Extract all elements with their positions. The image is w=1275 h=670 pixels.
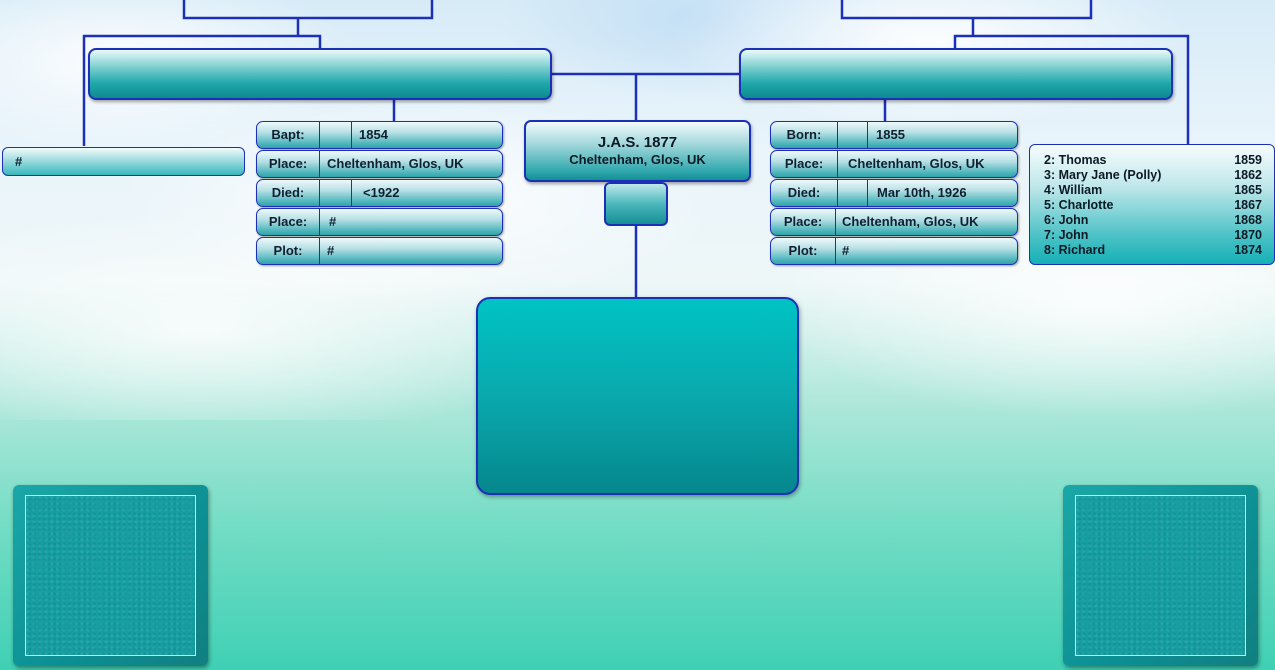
sibling-year: 1870 xyxy=(1234,228,1262,242)
row-label: Place: xyxy=(771,151,838,177)
father-burial-place-row: Place: # xyxy=(256,208,503,236)
subject-spouse-box[interactable] xyxy=(604,182,668,226)
row-divider xyxy=(319,180,352,206)
connector-line xyxy=(82,34,322,146)
row-label: Place: xyxy=(257,151,320,177)
sibling-year: 1874 xyxy=(1234,243,1262,257)
row-divider xyxy=(837,122,868,148)
row-divider xyxy=(837,180,868,206)
sibling-name: 5: Charlotte xyxy=(1044,198,1114,212)
list-item: 7: John 1870 xyxy=(1030,228,1274,243)
left-sibling-text: # xyxy=(15,154,23,169)
row-value: 1855 xyxy=(876,127,905,142)
left-photo-frame[interactable] xyxy=(13,485,208,666)
row-value: # xyxy=(842,243,850,258)
subject-box[interactable]: J.A.S. 1877 Cheltenham, Glos, UK xyxy=(524,120,751,182)
row-value: # xyxy=(327,243,335,258)
row-label: Plot: xyxy=(771,238,836,264)
sibling-year: 1859 xyxy=(1234,153,1262,167)
photo-placeholder xyxy=(25,495,196,656)
father-place-row: Place: Cheltenham, Glos, UK xyxy=(256,150,503,178)
row-value: 1854 xyxy=(359,127,388,142)
row-value: Cheltenham, Glos, UK xyxy=(848,156,985,171)
left-sibling-box[interactable]: # xyxy=(2,147,245,176)
connector-line xyxy=(182,0,434,20)
mother-box[interactable] xyxy=(739,48,1173,100)
list-item: 2: Thomas 1859 xyxy=(1030,153,1274,168)
father-box[interactable] xyxy=(88,48,552,100)
sibling-name: 6: John xyxy=(1044,213,1089,227)
sibling-name: 7: John xyxy=(1044,228,1089,242)
row-label: Plot: xyxy=(257,238,320,264)
mother-plot-row: Plot: # xyxy=(770,237,1018,265)
row-value: Mar 10th, 1926 xyxy=(877,185,967,200)
row-label: Born: xyxy=(771,122,838,148)
list-item: 4: William 1865 xyxy=(1030,183,1274,198)
father-died-row: Died: <1922 xyxy=(256,179,503,207)
connector-line xyxy=(840,0,1093,20)
row-label: Died: xyxy=(771,180,838,206)
sibling-name: 2: Thomas xyxy=(1044,153,1107,167)
row-value: <1922 xyxy=(363,185,400,200)
connector-line xyxy=(953,34,1190,146)
row-divider xyxy=(319,122,352,148)
sibling-year: 1868 xyxy=(1234,213,1262,227)
sibling-year: 1867 xyxy=(1234,198,1262,212)
sibling-name: 3: Mary Jane (Polly) xyxy=(1044,168,1162,182)
subject-place: Cheltenham, Glos, UK xyxy=(569,152,706,167)
right-photo-frame[interactable] xyxy=(1063,485,1258,666)
siblings-list: 2: Thomas 1859 3: Mary Jane (Polly) 1862… xyxy=(1029,144,1275,265)
subject-name: J.A.S. 1877 xyxy=(597,134,678,151)
list-item: 5: Charlotte 1867 xyxy=(1030,198,1274,213)
sibling-year: 1862 xyxy=(1234,168,1262,182)
father-bapt-row: Bapt: 1854 xyxy=(256,121,503,149)
mother-born-row: Born: 1855 xyxy=(770,121,1018,149)
row-label: Died: xyxy=(257,180,320,206)
row-value: Cheltenham, Glos, UK xyxy=(842,214,979,229)
list-item: 6: John 1868 xyxy=(1030,213,1274,228)
sibling-name: 4: William xyxy=(1044,183,1103,197)
sibling-year: 1865 xyxy=(1234,183,1262,197)
list-item: 8: Richard 1874 xyxy=(1030,243,1274,258)
mother-burial-place-row: Place: Cheltenham, Glos, UK xyxy=(770,208,1018,236)
father-plot-row: Plot: # xyxy=(256,237,503,265)
row-label: Bapt: xyxy=(257,122,320,148)
row-value: # xyxy=(329,214,337,229)
sibling-name: 8: Richard xyxy=(1044,243,1106,257)
row-label: Place: xyxy=(771,209,836,235)
row-value: Cheltenham, Glos, UK xyxy=(327,156,464,171)
photo-placeholder xyxy=(1075,495,1246,656)
list-item: 3: Mary Jane (Polly) 1862 xyxy=(1030,168,1274,183)
center-content-box xyxy=(476,297,799,495)
row-label: Place: xyxy=(257,209,320,235)
mother-place-row: Place: Cheltenham, Glos, UK xyxy=(770,150,1018,178)
mother-died-row: Died: Mar 10th, 1926 xyxy=(770,179,1018,207)
